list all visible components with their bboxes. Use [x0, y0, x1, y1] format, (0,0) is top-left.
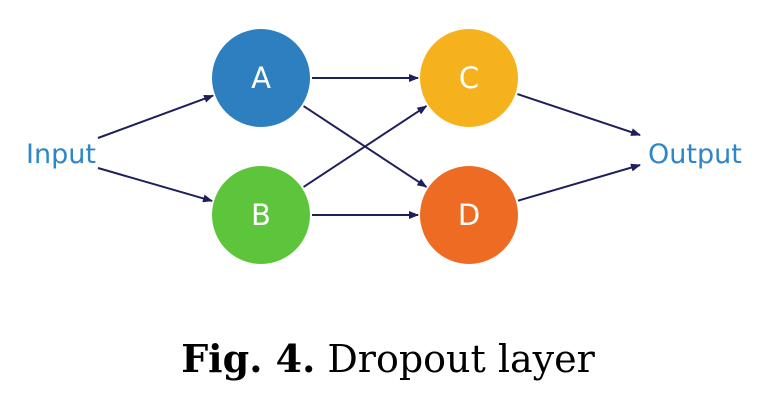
node-d: D	[420, 166, 518, 264]
node-d-circle	[420, 166, 518, 264]
node-d-label: D	[458, 198, 480, 232]
edge-input-to-b	[97, 167, 213, 203]
edge-b-to-c	[303, 105, 428, 188]
output-label: Output	[648, 139, 742, 170]
node-a: A	[212, 29, 310, 127]
edge-d-to-output	[517, 163, 641, 202]
node-c-label: C	[459, 61, 479, 95]
node-b-label: B	[251, 198, 271, 232]
node-a-label: A	[251, 61, 271, 95]
input-label: Input	[26, 139, 96, 170]
nodes: A B C D	[212, 29, 518, 264]
figure-title: Dropout layer	[327, 337, 595, 381]
edge-c-to-output	[517, 93, 641, 136]
node-b: B	[212, 166, 310, 264]
node-c: C	[420, 29, 518, 127]
figure-caption: Fig. 4.Dropout layer	[0, 336, 776, 381]
node-b-circle	[212, 166, 310, 264]
node-c-circle	[420, 29, 518, 127]
edge-input-to-a	[97, 94, 215, 139]
figure-number: Fig. 4.	[181, 336, 316, 381]
edges	[97, 74, 641, 219]
node-a-circle	[212, 29, 310, 127]
